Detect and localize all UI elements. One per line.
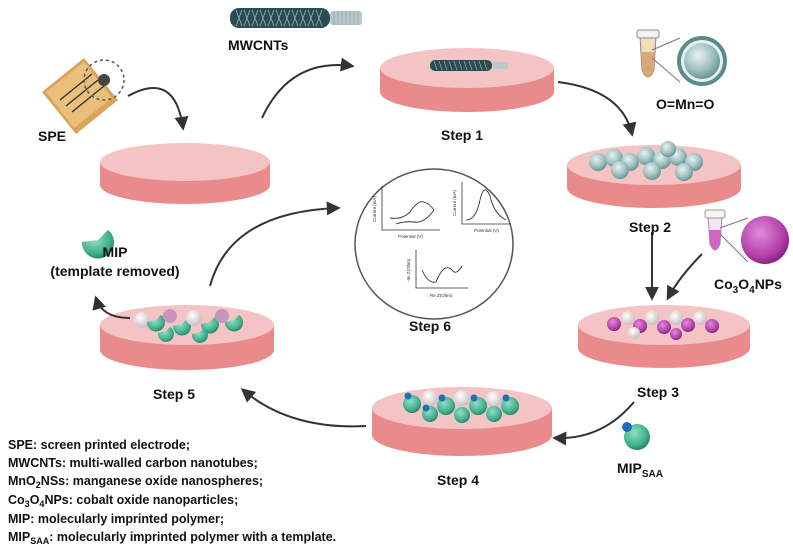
step1-label: Step 1	[441, 127, 484, 143]
mwcnt-tube-icon	[230, 8, 362, 28]
mip-label: MIP	[102, 244, 128, 260]
mip-template-removed-label: MIP (template removed)	[25, 243, 205, 281]
legend-row-mno2: MnO2NSs: manganese oxide nanospheres;	[8, 474, 264, 490]
step2-label: Step 2	[629, 219, 672, 235]
step6-label: Step 6	[409, 318, 452, 334]
spe-label: SPE	[38, 128, 67, 144]
eis-plot: Re Z(Ohm) -Im Z(Ohm)	[406, 250, 468, 298]
legend-row-mwcnts: MWCNTs: multi-walled carbon nanotubes;	[8, 456, 258, 470]
cv-plot: Potential (V) Current (mA)	[372, 186, 440, 239]
dpv-ylabel: Current (mA)	[452, 189, 457, 216]
mip-saa-on-disk	[403, 390, 519, 423]
mno2-tube-icon	[636, 29, 727, 86]
legend-row-spe: SPE: screen printed electrode;	[8, 438, 191, 452]
co3o4-mno2-spheres	[607, 311, 719, 340]
cv-xlabel: Potential (V)	[398, 234, 423, 239]
step6-measurement-circle	[354, 168, 514, 320]
legend-row-co3o4: Co3O4NPs: cobalt oxide nanoparticles;	[8, 493, 239, 509]
spe-disk	[100, 143, 270, 204]
mwcnts-label: MWCNTs	[228, 37, 289, 53]
legend-row-mipsaa: MIPSAA: molecularly imprinted polymer wi…	[8, 530, 337, 546]
mip-removed-icon	[81, 230, 114, 259]
flow-arrows	[92, 57, 703, 446]
mip-saa-label: MIPSAA	[617, 460, 664, 480]
spe-electrode-icon	[42, 58, 125, 134]
mwcnt-on-disk-icon	[430, 60, 508, 71]
template-removed-label: (template removed)	[50, 263, 180, 279]
abbreviation-legend: SPE: screen printed electrode; MWCNTs: m…	[8, 436, 336, 547]
mip-saa-icon	[622, 422, 650, 450]
step3-label: Step 3	[637, 384, 680, 400]
step5-label: Step 5	[153, 386, 196, 402]
co3o4-tube-icon	[704, 209, 789, 264]
eis-xlabel: Re Z(Ohm)	[430, 293, 453, 298]
step1-disk	[380, 48, 554, 112]
dpv-plot: Potential (V) Current (mA)	[452, 182, 510, 233]
step3-disk	[578, 305, 750, 368]
eis-ylabel: -Im Z(Ohm)	[406, 258, 411, 282]
dpv-xlabel: Potential (V)	[474, 228, 499, 233]
omno-label: O=Mn=O	[656, 96, 715, 112]
cv-ylabel: Current (mA)	[372, 195, 377, 222]
mno2-spheres	[589, 141, 703, 181]
step4-label: Step 4	[437, 472, 480, 488]
legend-row-mip: MIP: molecularly imprinted polymer;	[8, 512, 225, 526]
mip-removed-on-disk	[134, 309, 243, 343]
co3o4nps-label: Co3O4NPs	[714, 276, 782, 296]
